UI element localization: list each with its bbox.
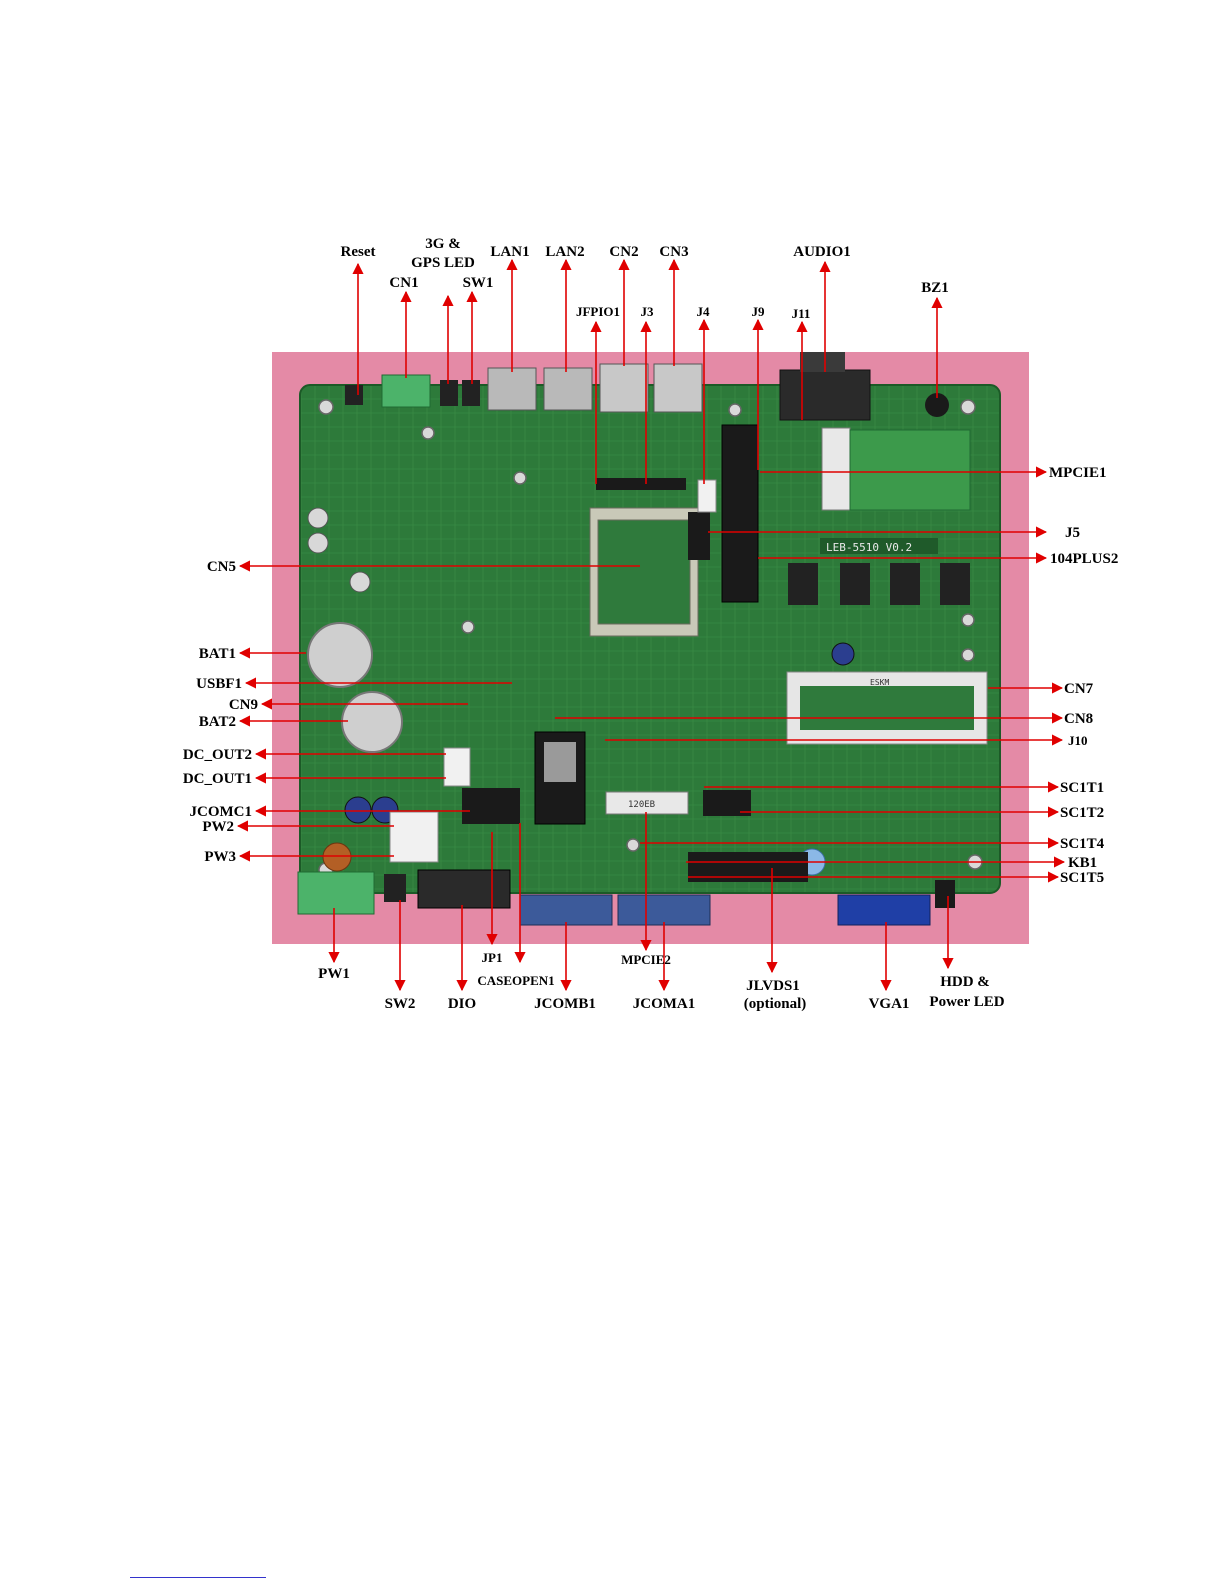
label-sw2: SW2 [385,996,416,1012]
label-jlvds1-line1: JLVDS1 [746,978,800,994]
label-kb1: KB1 [1068,855,1097,871]
label-jlvds1-line2: (optional) [744,996,807,1012]
label-pw3: PW3 [204,849,236,865]
label-bat2: BAT2 [199,714,236,730]
label-gps-led-line2: GPS LED [411,255,475,271]
label-j4: J4 [697,304,711,319]
label-dc-out2: DC_OUT2 [183,747,252,763]
label-jp1: JP1 [482,950,503,965]
label-jcomb1: JCOMB1 [534,996,596,1012]
label-lan2: LAN2 [545,244,584,260]
label-mpcie1: MPCIE1 [1049,465,1107,481]
label-dc-out1: DC_OUT1 [183,771,252,787]
label-hdd-line1: HDD & [940,974,990,990]
label-jcomc1: JCOMC1 [190,804,253,820]
label-cn9: CN9 [229,697,258,713]
label-vga1: VGA1 [869,996,910,1012]
label-cn7: CN7 [1064,681,1094,697]
label-bz1: BZ1 [921,280,949,296]
label-pw1: PW1 [318,966,350,982]
footer-rule [130,1577,266,1578]
label-gps-led-line1: 3G & [425,236,460,252]
label-audio1: AUDIO1 [793,244,851,260]
mpcie2-text: 120EB [628,800,655,810]
label-j11: J11 [792,306,811,321]
label-pw2: PW2 [202,819,234,835]
label-jfpio1: JFPIO1 [576,304,620,319]
label-cn8: CN8 [1064,711,1093,727]
label-cn3: CN3 [659,244,688,260]
label-j3: J3 [641,304,655,319]
label-usbf1: USBF1 [196,676,242,692]
label-104plus2: 104PLUS2 [1050,551,1118,567]
label-bat1: BAT1 [199,646,236,662]
label-jcoma1: JCOMA1 [633,996,696,1012]
label-sc1t1: SC1T1 [1060,780,1104,796]
label-reset: Reset [341,244,376,260]
label-j10: J10 [1068,733,1088,748]
silkscreen-label: LEB-5510 V0.2 [826,541,912,554]
label-sc1t2: SC1T2 [1060,805,1104,821]
label-cn1: CN1 [389,275,418,291]
label-dio: DIO [448,996,476,1012]
label-j5: J5 [1065,525,1080,541]
sodimm-text: ESKM [870,678,889,687]
label-hdd-line2: Power LED [929,994,1004,1010]
label-mpcie2: MPCIE2 [621,952,671,967]
label-cn2: CN2 [609,244,638,260]
label-j9: J9 [752,304,766,319]
label-sc1t4: SC1T4 [1060,836,1105,852]
pcb-board: LEB-5510 V0.2 ESKM 120EB [297,352,1001,926]
label-sw1: SW1 [463,275,494,291]
label-sc1t5: SC1T5 [1060,870,1104,886]
callout-arrows [236,258,1066,992]
label-lan1: LAN1 [490,244,529,260]
label-cn5: CN5 [207,559,236,575]
label-caseopen1: CASEOPEN1 [477,973,554,988]
callout-labels: Reset CN1 3G & GPS LED SW1 LAN1 LAN2 CN2… [183,236,1119,1012]
